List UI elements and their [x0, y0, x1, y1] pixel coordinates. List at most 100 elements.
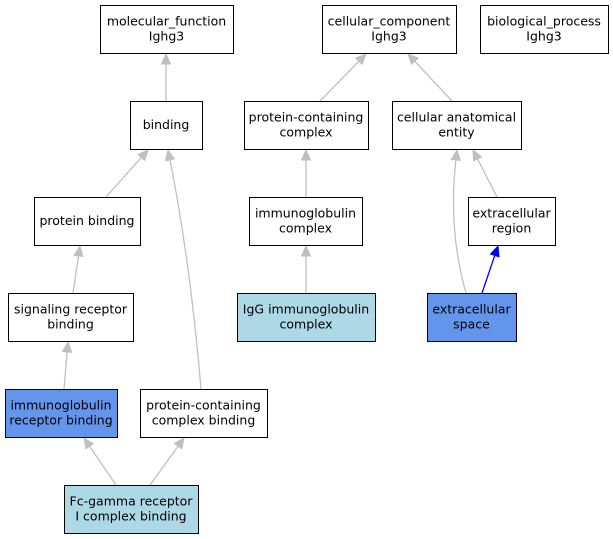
node-box	[100, 5, 234, 54]
edge-protein-binding-to-binding	[105, 149, 149, 198]
edge-immunoglobulin-complex-to-protein-containing-complex	[300, 148, 312, 197]
edge-line	[105, 157, 142, 198]
node-box	[427, 293, 517, 342]
edge-arrowhead	[489, 244, 500, 258]
edge-arrowhead	[137, 149, 149, 162]
node-box	[249, 197, 363, 246]
node-protein-binding[interactable]: protein binding	[34, 197, 141, 246]
edge-line	[63, 351, 68, 390]
node-box	[392, 101, 522, 150]
node-label-line: protein-containing	[249, 110, 364, 125]
node-label-line: receptor binding	[9, 413, 112, 428]
edge-fc-gamma-receptor-i-complex-binding-to-protein-containing-complex-binding	[149, 437, 185, 486]
edge-line	[452, 159, 467, 294]
edge-arrowhead	[61, 340, 73, 353]
edge-line	[149, 445, 179, 486]
edge-arrowhead	[450, 148, 462, 162]
node-box	[64, 485, 199, 534]
node-label-line: molecular_function	[107, 14, 226, 29]
node-label-line: immunoglobulin	[10, 398, 111, 413]
edge-signaling-receptor-binding-to-protein-binding	[72, 244, 84, 294]
node-label-line: cellular_component	[328, 14, 451, 29]
edge-extracellular-space-to-cellular-anatomical-entity	[450, 148, 467, 294]
node-label-line: complex binding	[152, 413, 256, 428]
node-box	[468, 197, 556, 246]
edge-arrowhead	[73, 244, 84, 258]
edge-arrowhead	[472, 148, 483, 162]
nodes-layer: molecular_functionIghg3cellular_componen…	[5, 5, 609, 534]
node-label-line: immunoglobulin	[255, 206, 356, 221]
edge-extracellular-region-to-cellular-anatomical-entity	[472, 148, 498, 198]
node-label-line: extracellular	[472, 206, 551, 221]
node-box	[140, 389, 268, 438]
edge-immunoglobulin-receptor-binding-to-signaling-receptor-binding	[61, 340, 73, 390]
node-label-line: Fc-gamma receptor	[70, 494, 194, 509]
edge-arrowhead	[173, 437, 185, 450]
node-label-line: region	[492, 221, 532, 236]
node-label-line: biological_process	[487, 14, 601, 29]
node-label-line: protein binding	[39, 213, 134, 228]
node-label-line: signaling receptor	[14, 302, 128, 317]
node-box	[8, 293, 134, 342]
node-label-line: protein-containing	[146, 398, 261, 413]
node-label-line: IgG immunoglobulin	[243, 302, 369, 317]
edge-arrowhead	[300, 244, 312, 257]
node-label-line: I complex binding	[75, 509, 186, 524]
edge-line	[319, 60, 360, 102]
node-label-line: cellular anatomical	[397, 110, 516, 125]
node-label-line: complex	[280, 125, 333, 140]
node-label-line: binding	[143, 117, 190, 132]
node-box	[480, 5, 609, 54]
node-label-line: Ighg3	[526, 29, 561, 44]
edges-layer	[61, 52, 500, 486]
edge-line	[476, 158, 498, 198]
edge-protein-containing-complex-to-cellular-component	[319, 53, 367, 102]
node-label-line: complex	[280, 317, 333, 332]
edge-extracellular-space-to-extracellular-region	[481, 244, 500, 294]
edge-line	[72, 255, 80, 294]
edge-line	[169, 159, 202, 390]
edge-binding-to-molecular-function	[160, 52, 172, 101]
edge-cellular-anatomical-entity-to-cellular-component	[407, 53, 453, 102]
node-box	[244, 101, 369, 150]
node-label-line: entity	[438, 125, 475, 140]
node-label-line: complex	[279, 221, 332, 236]
edge-arrowhead	[160, 52, 172, 65]
edge-fc-gamma-receptor-i-complex-binding-to-immunoglobulin-receptor-binding	[83, 436, 117, 486]
edge-arrowhead	[300, 148, 312, 161]
node-label-line: binding	[47, 317, 94, 332]
edge-igg-immunoglobulin-complex-to-immunoglobulin-complex	[300, 244, 312, 293]
node-binding[interactable]: binding	[130, 101, 203, 150]
node-box	[322, 5, 457, 54]
edge-line	[89, 445, 117, 486]
edge-line	[481, 255, 496, 294]
node-label-line: Ighg3	[149, 29, 184, 44]
node-label-line: Ighg3	[371, 29, 406, 44]
node-label-line: space	[453, 317, 490, 332]
node-box	[5, 389, 118, 438]
edge-line	[414, 60, 453, 102]
node-box	[34, 197, 141, 246]
edge-arrowhead	[83, 436, 95, 450]
node-box	[237, 293, 376, 342]
edge-arrowhead	[164, 148, 176, 162]
edge-protein-containing-complex-binding-to-binding	[164, 148, 202, 390]
node-box	[130, 101, 203, 150]
edge-arrowhead	[407, 53, 420, 66]
node-label-line: extracellular	[432, 302, 511, 317]
edge-arrowhead	[354, 53, 367, 66]
